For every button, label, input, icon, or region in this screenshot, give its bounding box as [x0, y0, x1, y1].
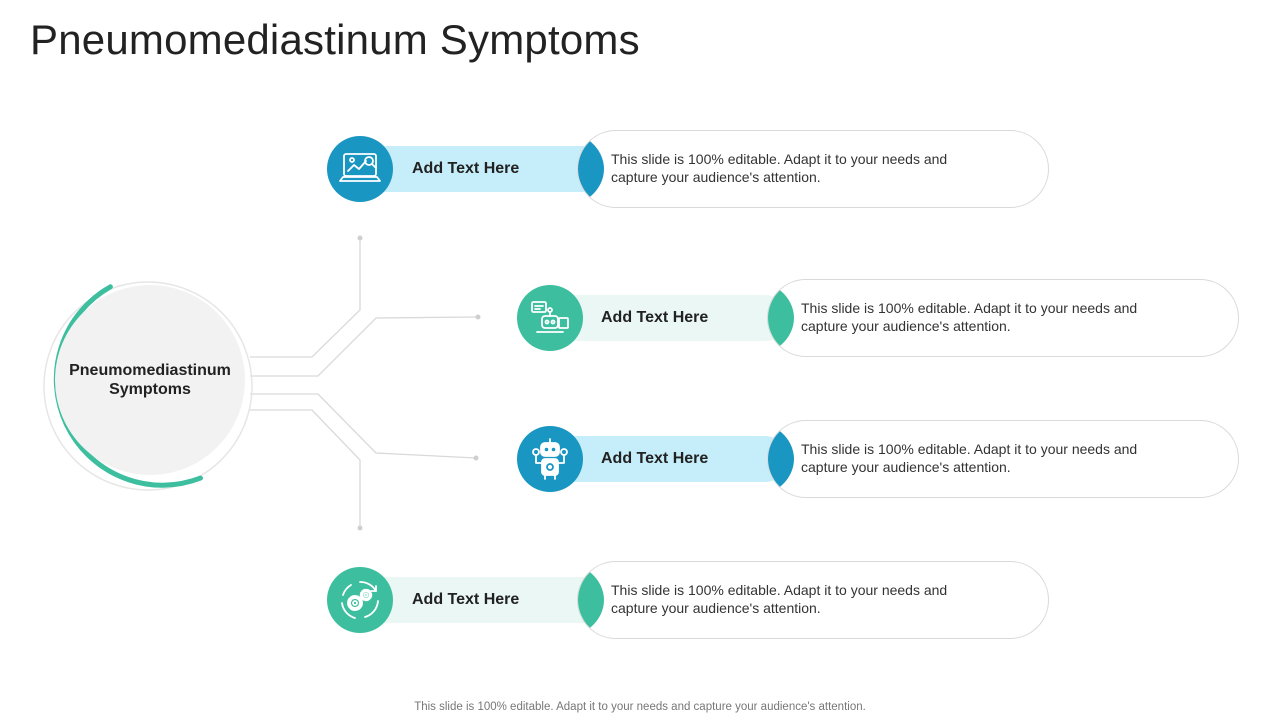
- connector-bottom: [250, 409, 361, 528]
- item-description: This slide is 100% editable. Adapt it to…: [801, 300, 1138, 334]
- description-pill: This slide is 100% editable. Adapt it to…: [577, 561, 1049, 639]
- footer-note: This slide is 100% editable. Adapt it to…: [414, 701, 866, 713]
- description-pill: This slide is 100% editable. Adapt it to…: [767, 279, 1239, 357]
- connector-dot-top: [357, 235, 363, 241]
- item-description: This slide is 100% editable. Adapt it to…: [801, 441, 1138, 475]
- heading-band: [550, 295, 788, 341]
- connector-upper-mid: [250, 316, 479, 377]
- connector-dot-lower-mid: [473, 455, 479, 461]
- robot-monitor-icon: [517, 285, 583, 351]
- item-heading: Add Text Here: [412, 160, 520, 177]
- item-heading: Add Text Here: [601, 309, 709, 326]
- item-heading: Add Text Here: [601, 450, 709, 467]
- symptom-item-2: Add Text Here This slide is 100% editabl…: [517, 279, 1239, 357]
- pill-accent: [578, 562, 604, 638]
- robot-icon: [517, 426, 583, 492]
- symptom-item-1: Add Text Here This slide is 100% editabl…: [327, 130, 1049, 208]
- description-pill: This slide is 100% editable. Adapt it to…: [577, 130, 1049, 208]
- item-heading: Add Text Here: [412, 591, 520, 608]
- symptom-item-3: Add Text Here This slide is 100% editabl…: [517, 420, 1239, 498]
- pill-accent: [578, 131, 604, 207]
- item-description: This slide is 100% editable. Adapt it to…: [611, 151, 948, 185]
- laptop-analytics-icon: [327, 136, 393, 202]
- connector-lower-mid: [250, 393, 477, 459]
- gears-cycle-icon: [327, 567, 393, 633]
- hub-circle: Pneumomediastinum Symptoms: [55, 285, 245, 475]
- heading-band: [360, 577, 605, 623]
- description-pill: This slide is 100% editable. Adapt it to…: [767, 420, 1239, 498]
- slide-title: Pneumomediastinum Symptoms: [30, 16, 640, 63]
- connector-dot-bottom: [357, 525, 363, 531]
- pill-accent: [768, 421, 794, 497]
- heading-band: [360, 146, 605, 192]
- hub-label: Pneumomediastinum Symptoms: [69, 362, 231, 398]
- pill-accent: [768, 280, 794, 356]
- heading-band: [550, 436, 788, 482]
- connector-dot-upper-mid: [475, 314, 481, 320]
- item-description: This slide is 100% editable. Adapt it to…: [611, 582, 948, 616]
- symptom-item-4: Add Text Here This slide is 100% editabl…: [327, 561, 1049, 639]
- connector-top: [250, 238, 361, 358]
